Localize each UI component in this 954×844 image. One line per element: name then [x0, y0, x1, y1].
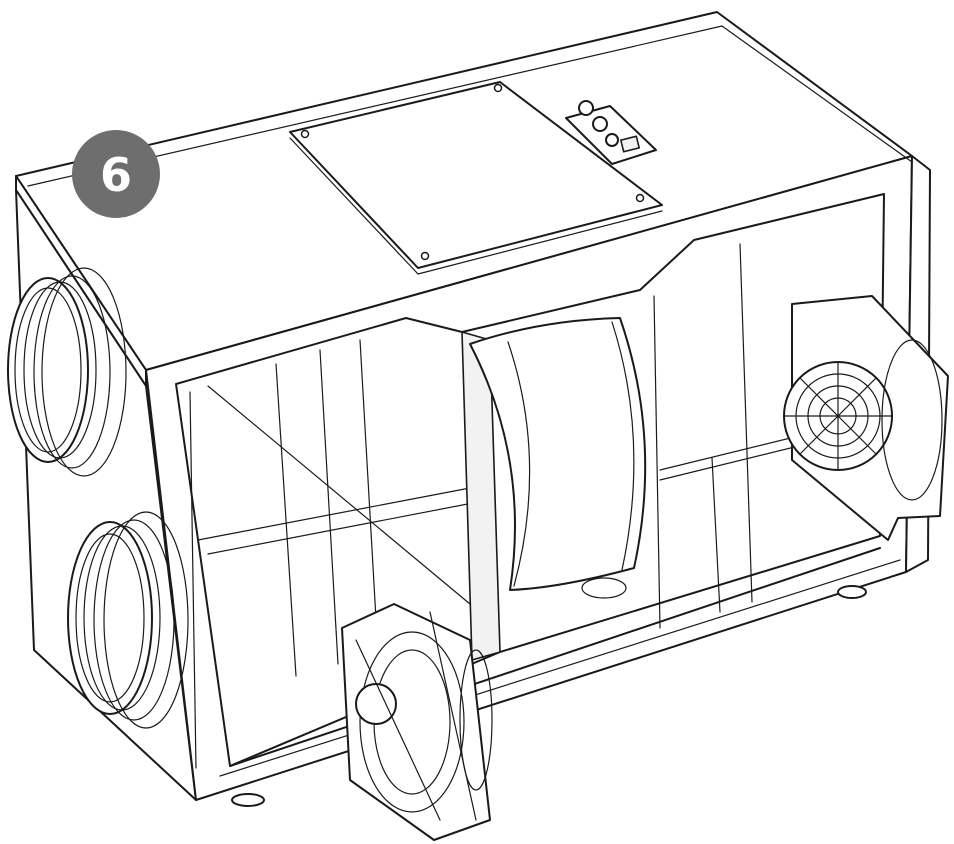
- panel-screw: [635, 193, 645, 203]
- step-number-badge: 6: [72, 130, 160, 218]
- left-lower-duct-spigot: [67, 511, 189, 729]
- fan-hub-icon: [355, 683, 397, 725]
- cable-gland-icon: [578, 100, 594, 116]
- panel-screw: [493, 83, 503, 93]
- connector-plate: [565, 100, 657, 165]
- fan-guard-spokes: [783, 361, 893, 471]
- cable-gland-icon: [592, 116, 608, 132]
- front-fan: [341, 603, 493, 841]
- power-socket-icon: [619, 135, 641, 153]
- panel-screw: [420, 251, 430, 261]
- right-fan: [783, 295, 949, 541]
- step-number: 6: [100, 148, 132, 202]
- panel-screw: [300, 129, 310, 139]
- unit-feet: [231, 585, 867, 807]
- cable-gland-icon: [605, 133, 619, 147]
- heat-exchanger-drum: [469, 317, 647, 599]
- left-upper-duct-spigot: [7, 267, 127, 477]
- top-access-panel: [289, 81, 663, 275]
